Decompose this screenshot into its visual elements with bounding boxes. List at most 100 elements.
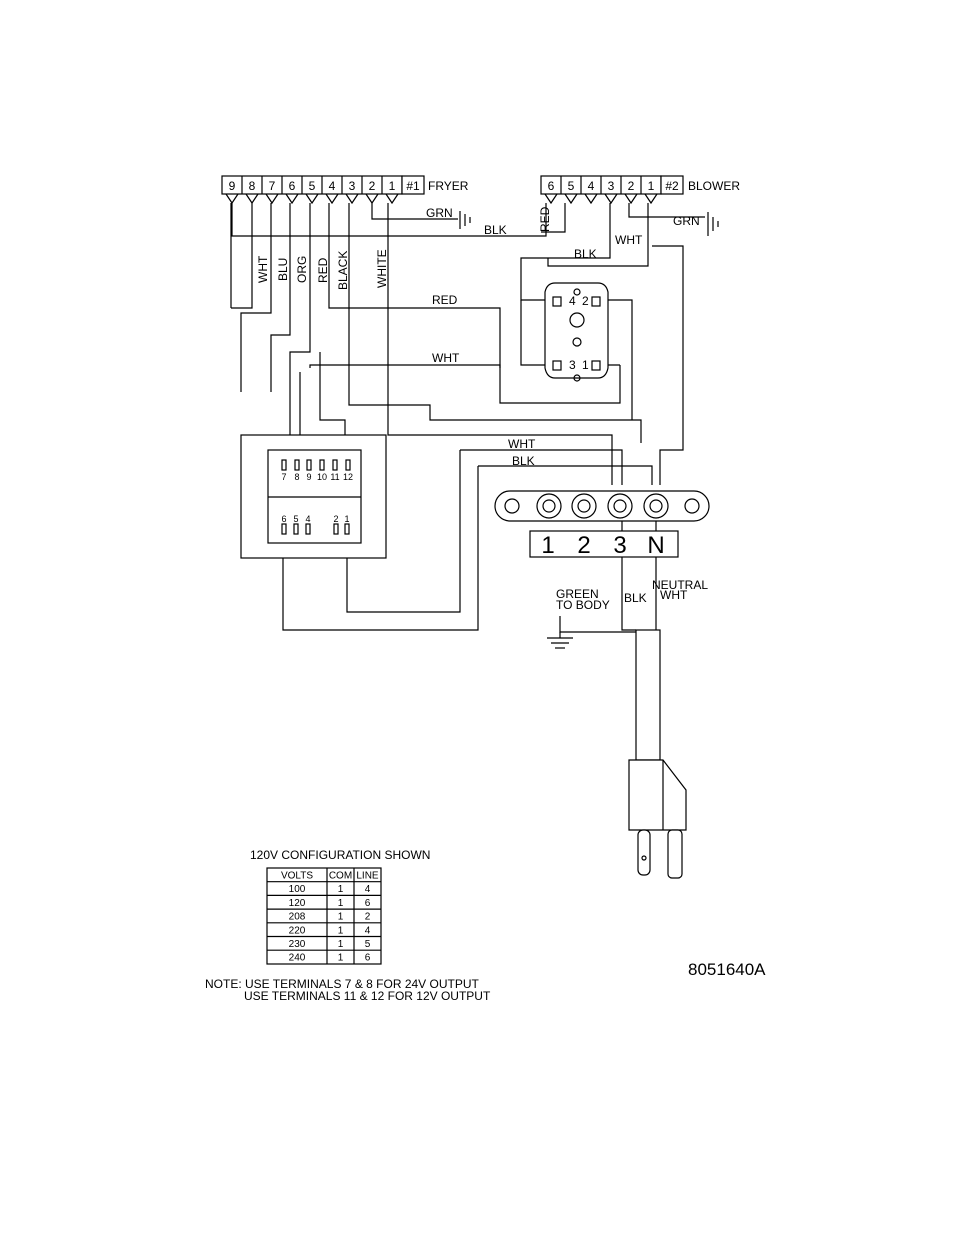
- blower-grn-wire: [628, 203, 705, 218]
- fryer-pin3-black-wire: [348, 203, 642, 443]
- transformer-top-terminal-9: 9: [306, 472, 311, 482]
- fryer-pin5-wire: [289, 203, 311, 455]
- terminal-label-2: 2: [577, 532, 590, 559]
- blower-terminal-arrow-icon: [624, 193, 638, 205]
- blower-pin1-wire: [547, 203, 649, 267]
- blower-terminal-5: 5: [568, 179, 575, 193]
- tb-wht-wire: [460, 449, 623, 485]
- transformer-pin-icon: [345, 459, 351, 471]
- blower-wht-wire: [652, 245, 684, 485]
- red-vertical-label: RED: [316, 257, 330, 283]
- config-header-cell: LINE: [356, 871, 379, 882]
- blower-red-wire: [541, 203, 566, 233]
- note-line-1: NOTE: USE TERMINALS 7 & 8 FOR 24V OUTPUT: [205, 977, 480, 991]
- config-cell: 6: [365, 953, 371, 964]
- blu-vertical-label: BLU: [276, 258, 290, 281]
- cord-jacket: [635, 629, 661, 761]
- neutral-label-2: WHT: [660, 588, 688, 602]
- blower-name: BLOWER: [688, 179, 740, 193]
- relay-2-wire: [598, 299, 633, 420]
- power-cord: GREEN TO BODY BLK NEUTRAL WHT: [547, 578, 708, 879]
- terminal-post-icon: [607, 493, 633, 519]
- org-vertical-label: ORG: [295, 256, 309, 283]
- config-cell: 1: [338, 953, 344, 964]
- plug-prong-blade-icon: [667, 829, 683, 879]
- transformer-pin-icon: [332, 459, 338, 471]
- transformer-pin-icon: [305, 523, 311, 535]
- blower-terminal-arrow-icon: [584, 193, 598, 205]
- relay-pin-1: 1: [582, 358, 589, 372]
- relay-body: [544, 282, 609, 379]
- transformer-top-terminal-8: 8: [294, 472, 299, 482]
- blower-blk-label: BLK: [574, 247, 597, 261]
- config-cell: 1: [338, 925, 344, 936]
- config-cell: 230: [289, 939, 306, 950]
- transformer-top-terminal-12: 12: [343, 472, 353, 482]
- blower-terminal-arrow-icon: [644, 193, 658, 205]
- fryer-id-box: [401, 175, 425, 195]
- wht-label: WHT: [432, 351, 460, 365]
- config-cell: 120: [289, 898, 306, 909]
- red-label: RED: [432, 293, 458, 307]
- transformer-pin-icon: [319, 459, 325, 471]
- config-cell: 1: [338, 898, 344, 909]
- fryer-blk-label: BLK: [484, 223, 507, 237]
- blower-grn-label: GRN: [673, 214, 700, 228]
- terminal-post-icon: [571, 493, 597, 519]
- wht-vertical-label: WHT: [256, 255, 270, 283]
- config-cell: 208: [289, 912, 306, 923]
- plug-prong-ground-icon: [637, 829, 651, 876]
- relay-pin-3: 3: [569, 358, 576, 372]
- fryer-terminal-2: 2: [369, 179, 376, 193]
- fryer-terminal-arrow-icon: [285, 193, 299, 205]
- fryer-pin4-red-wire: [328, 203, 621, 404]
- fryer-terminal-arrow-icon: [225, 193, 239, 205]
- fryer-ground-symbol-icon: [459, 211, 471, 229]
- fryer-grn-wire: [371, 203, 458, 220]
- fryer-blk-wire: [231, 203, 547, 237]
- fryer-terminal-arrow-icon: [305, 193, 319, 205]
- transformer-pin-icon: [281, 523, 287, 535]
- fryer-terminal-arrow-icon: [265, 193, 279, 205]
- tb-blk-wire: [478, 465, 653, 485]
- blower-terminal-3: 3: [608, 179, 615, 193]
- config-header-cell: VOLTS: [281, 871, 313, 882]
- fryer-terminal-3: 3: [349, 179, 356, 193]
- blower-terminal-2: 2: [628, 179, 635, 193]
- blower-ground-symbol-icon: [707, 212, 719, 236]
- terminal-label-N: N: [647, 532, 664, 559]
- config-cell: 240: [289, 953, 306, 964]
- blower-terminal-4: 4: [588, 179, 595, 193]
- transformer-pin-icon: [344, 523, 350, 535]
- config-cell: 4: [365, 884, 371, 895]
- cord-blk-label: BLK: [624, 591, 647, 605]
- terminal-label-1: 1: [541, 532, 554, 559]
- config-caption: 120V CONFIGURATION SHOWN: [250, 848, 430, 862]
- blower-terminal-arrow-icon: [544, 193, 558, 205]
- fryer-terminal-arrow-icon: [245, 193, 259, 205]
- ground-label-1: GREEN: [556, 587, 599, 601]
- transformer-pin-icon: [281, 459, 287, 471]
- transformer-pin-icon: [293, 523, 299, 535]
- fryer-pin7-wire: [240, 203, 272, 392]
- transformer-bottom-terminal-6: 6: [281, 514, 286, 524]
- config-cell: 1: [338, 912, 344, 923]
- blower-terminal-1: 1: [648, 179, 655, 193]
- fryer-terminal-4: 4: [329, 179, 336, 193]
- config-cell: 220: [289, 925, 306, 936]
- config-cell: 1: [338, 884, 344, 895]
- neutral-label-1: NEUTRAL: [652, 578, 708, 592]
- fryer-name: FRYER: [428, 179, 469, 193]
- blower-terminal-arrow-icon: [564, 193, 578, 205]
- fryer-terminal-5: 5: [309, 179, 316, 193]
- terminal-post-icon: [536, 493, 562, 519]
- transformer-pin-icon: [333, 523, 339, 535]
- fryer-pin8-wire: [231, 203, 253, 309]
- relay: 4 2 3 1: [544, 282, 609, 382]
- blower-wht-label: WHT: [615, 233, 643, 247]
- cord-ground-symbol-icon: [547, 632, 573, 649]
